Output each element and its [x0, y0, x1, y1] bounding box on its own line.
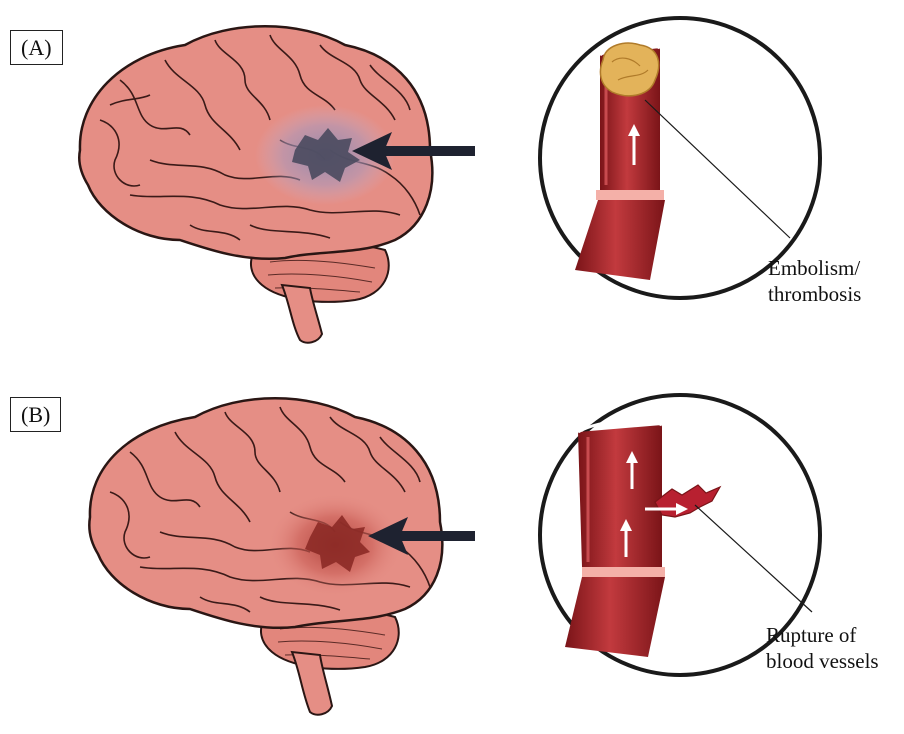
- callout-line-2: thrombosis: [768, 281, 861, 307]
- callout-line-1: Embolism/: [768, 255, 861, 281]
- stroke-illustration: [0, 367, 904, 734]
- panel-hemorrhage: (B): [0, 367, 904, 734]
- brain: [89, 398, 442, 628]
- callout-label: Rupture of blood vessels: [766, 622, 879, 674]
- callout-line-2: blood vessels: [766, 648, 879, 674]
- callout-line-1: Rupture of: [766, 622, 879, 648]
- panel-embolism: (A): [0, 0, 904, 367]
- callout-label: Embolism/ thrombosis: [768, 255, 861, 307]
- stroke-illustration: [0, 0, 904, 367]
- clot: [600, 43, 658, 96]
